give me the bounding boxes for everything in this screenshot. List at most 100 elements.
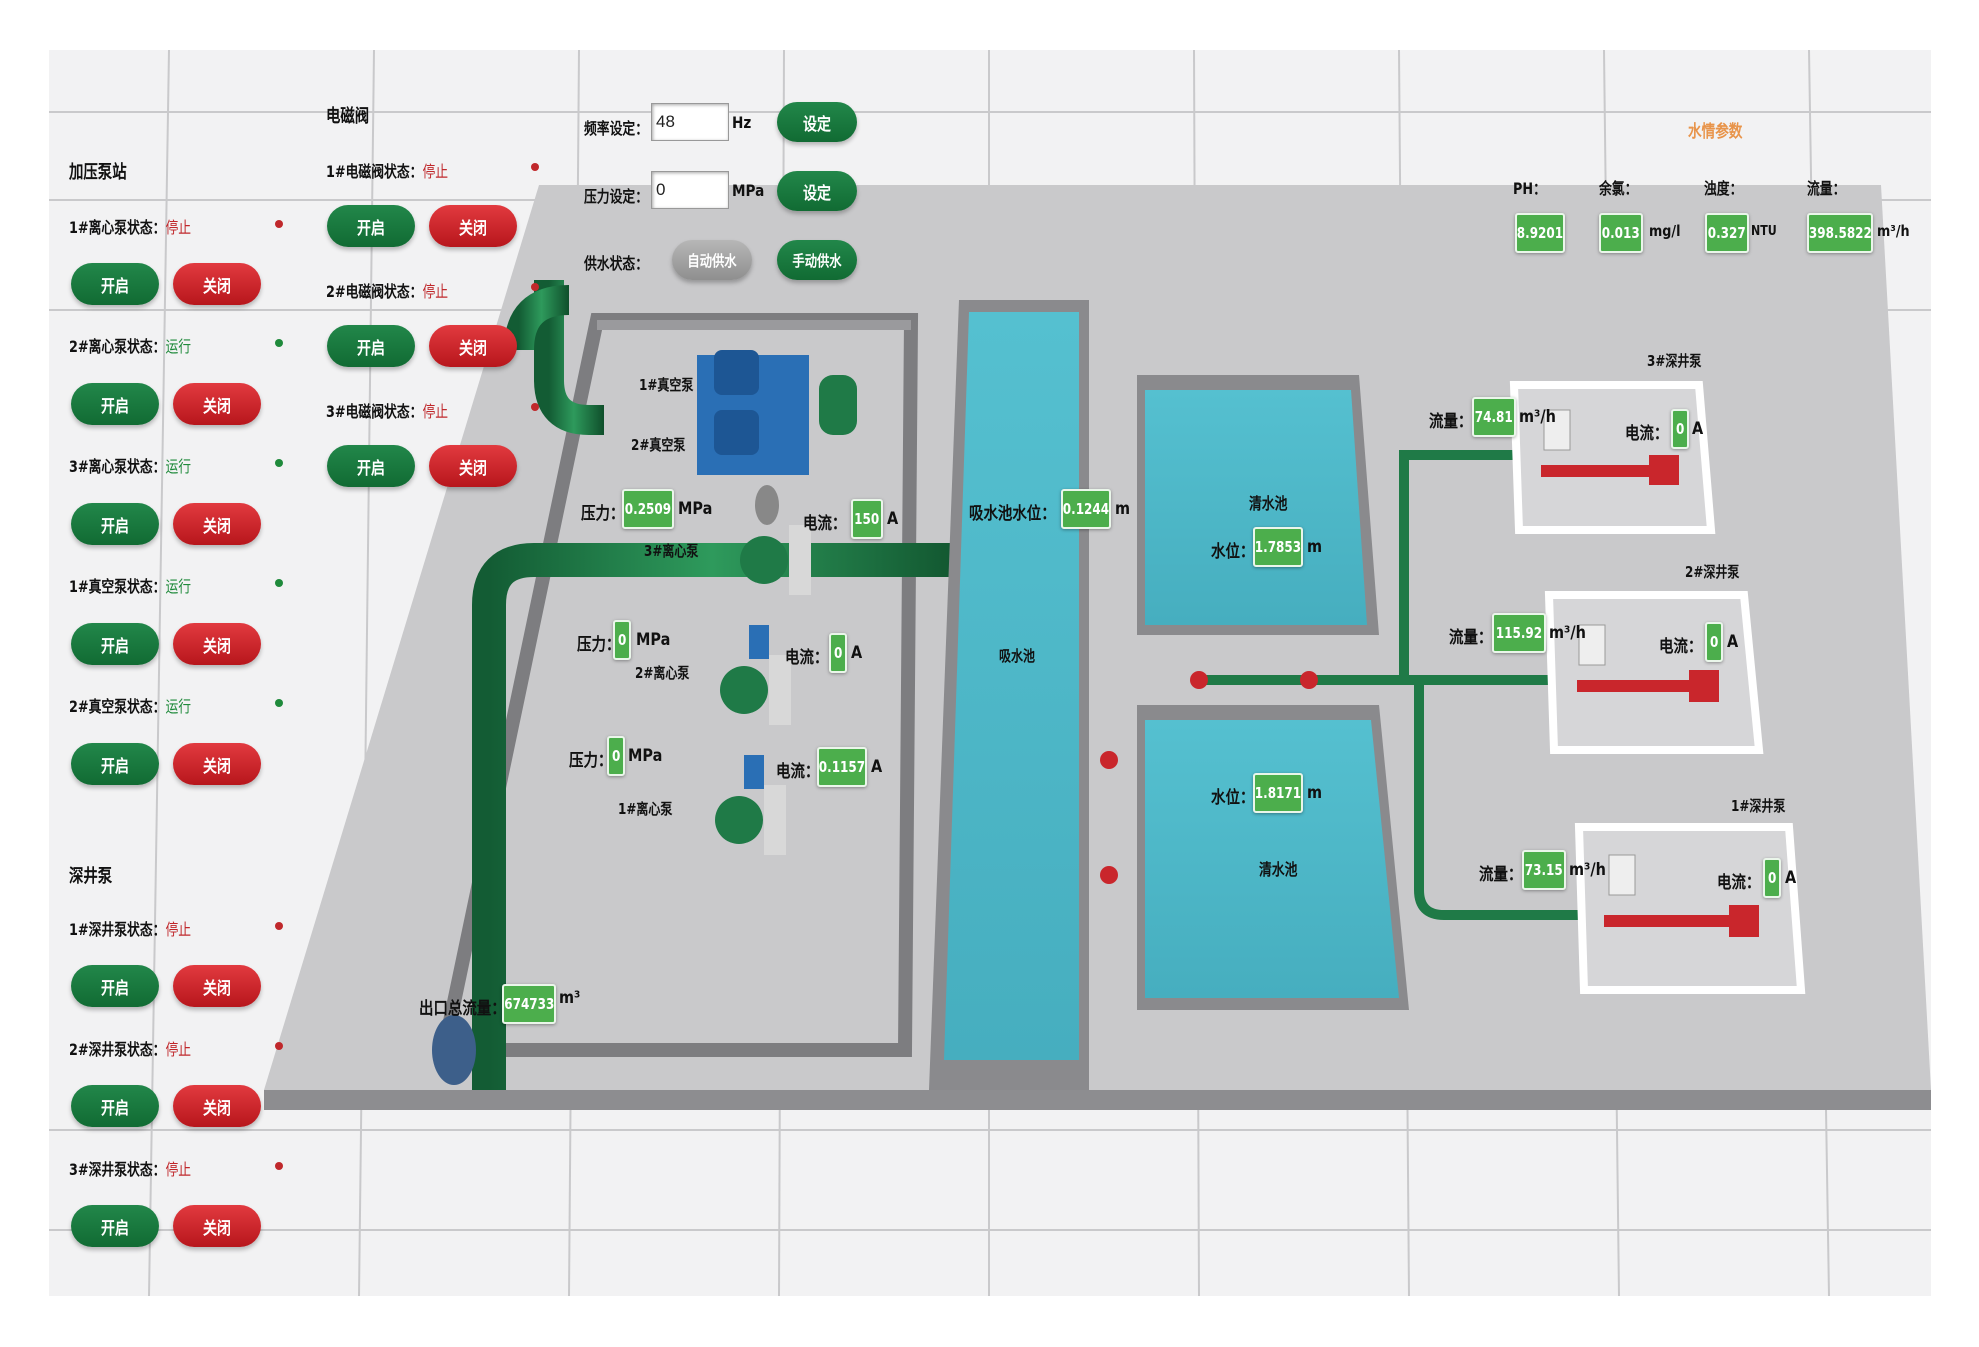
status-led — [275, 220, 283, 228]
solenoid-2-status: 2#电磁阀状态：停止 — [326, 278, 448, 302]
status-label: 3#电磁阀状态： — [326, 402, 423, 421]
well-1-current-label: 电流： — [1717, 873, 1761, 893]
well-2-close-button[interactable]: 关闭 — [173, 1085, 261, 1127]
pump3-pressure-label: 压力： — [581, 504, 625, 524]
pump2-current-label: 电流： — [785, 648, 829, 668]
pump2-pressure-unit: MPa — [636, 630, 671, 650]
booster-3-open-button[interactable]: 开启 — [71, 503, 159, 545]
solenoid-title: 电磁阀 — [326, 106, 370, 127]
solenoid-1-open-button[interactable]: 开启 — [327, 205, 415, 247]
booster-2-close-button[interactable]: 关闭 — [173, 383, 261, 425]
pump3-pressure-value: 0.2509 — [622, 489, 674, 529]
pump3-current-label: 电流： — [803, 514, 847, 534]
vacuum-2-close-button[interactable]: 关闭 — [173, 743, 261, 785]
pump1-pressure-label: 压力： — [569, 751, 613, 771]
well-pipes — [1194, 450, 1589, 920]
auto-supply-button[interactable]: 自动供水 — [672, 240, 752, 280]
solenoid-3-open-button[interactable]: 开启 — [327, 445, 415, 487]
well-1-flow-value: 73.15 — [1522, 850, 1566, 890]
pump-1-shape — [715, 755, 786, 855]
turbidity-unit: NTU — [1751, 224, 1777, 239]
vacuum-2-status: 2#真空泵状态：运行 — [69, 693, 191, 717]
chlorine-label: 余氯： — [1599, 179, 1638, 198]
booster-1-open-button[interactable]: 开启 — [71, 263, 159, 305]
clear-bottom-level-unit: m — [1307, 783, 1323, 803]
manual-supply-button[interactable]: 手动供水 — [777, 240, 857, 280]
clear-tank-top-name: 清水池 — [1249, 494, 1288, 513]
pump2-current-value: 0 — [829, 633, 847, 673]
status-led — [275, 1042, 283, 1050]
status-led — [275, 699, 283, 707]
well-3-current-unit: A — [1692, 419, 1704, 439]
well-1-open-button[interactable]: 开启 — [71, 965, 159, 1007]
solenoid-1-close-button[interactable]: 关闭 — [429, 205, 517, 247]
status-led — [275, 1162, 283, 1170]
status-led — [275, 579, 283, 587]
supply-label: 供水状态： — [584, 254, 649, 273]
well-2-open-button[interactable]: 开启 — [71, 1085, 159, 1127]
well-2-current-value: 0 — [1705, 622, 1723, 662]
pump1-current-label: 电流： — [776, 762, 820, 782]
pressure-set-button[interactable]: 设定 — [777, 171, 857, 211]
status-label: 2#离心泵状态： — [69, 337, 166, 356]
solenoid-2-close-button[interactable]: 关闭 — [429, 325, 517, 367]
vacuum-1-close-button[interactable]: 关闭 — [173, 623, 261, 665]
pump1-name: 1#离心泵 — [618, 800, 673, 818]
solenoid-2-open-button[interactable]: 开启 — [327, 325, 415, 367]
well-2-name: 2#深井泵 — [1685, 563, 1740, 581]
booster-2-open-button[interactable]: 开启 — [71, 383, 159, 425]
booster-1-close-button[interactable]: 关闭 — [173, 263, 261, 305]
outlet-flow-value: 674733 — [502, 984, 556, 1024]
clear-top-level-label: 水位： — [1211, 542, 1255, 562]
turbidity-value: 0.327 — [1705, 213, 1749, 253]
freq-set-button[interactable]: 设定 — [777, 102, 857, 142]
booster-3-status: 3#离心泵状态：运行 — [69, 453, 191, 477]
status-label: 2#真空泵状态： — [69, 697, 166, 716]
pump-3-shape — [740, 485, 811, 595]
vacuum-2-open-button[interactable]: 开启 — [71, 743, 159, 785]
booster-station-title: 加压泵站 — [69, 162, 127, 183]
status-label: 2#深井泵状态： — [69, 1040, 166, 1059]
solenoid-3-close-button[interactable]: 关闭 — [429, 445, 517, 487]
well-3-open-button[interactable]: 开启 — [71, 1205, 159, 1247]
flow-unit: m³/h — [1877, 222, 1910, 240]
status-state: 运行 — [165, 577, 192, 596]
scada-stage: 加压泵站 1#离心泵状态：停止 开启 关闭 2#离心泵状态：运行 开启 关闭 3… — [49, 50, 1931, 1296]
status-led — [275, 339, 283, 347]
pressure-input[interactable] — [651, 171, 729, 209]
clear-bottom-level-value: 1.8171 — [1253, 773, 1303, 813]
pump2-pressure-label: 压力： — [577, 635, 621, 655]
pressure-label: 压力设定： — [584, 187, 649, 206]
well-2-current-unit: A — [1727, 632, 1739, 652]
freq-unit: Hz — [732, 113, 752, 132]
status-state: 运行 — [165, 337, 192, 356]
status-label: 3#深井泵状态： — [69, 1160, 166, 1179]
pump-2-shape — [720, 625, 791, 725]
well-3-close-button[interactable]: 关闭 — [173, 1205, 261, 1247]
well-1-close-button[interactable]: 关闭 — [173, 965, 261, 1007]
vacuum-1-open-button[interactable]: 开启 — [71, 623, 159, 665]
status-led — [531, 163, 539, 171]
status-state: 运行 — [165, 697, 192, 716]
ph-label: PH： — [1513, 179, 1546, 198]
clear-bottom-level-label: 水位： — [1211, 788, 1255, 808]
freq-label: 频率设定： — [584, 119, 649, 138]
suction-tank-name: 吸水池 — [999, 647, 1036, 665]
booster-2-status: 2#离心泵状态：运行 — [69, 333, 191, 357]
pump1-pressure-unit: MPa — [628, 746, 663, 766]
status-label: 3#离心泵状态： — [69, 457, 166, 476]
suction-level-label: 吸水池水位： — [969, 504, 1056, 524]
outlet-flow-label: 出口总流量： — [419, 999, 506, 1019]
status-state: 停止 — [165, 920, 192, 939]
well-3-name: 3#深井泵 — [1647, 352, 1702, 370]
ph-value: 8.9201 — [1515, 213, 1565, 253]
pressure-unit: MPa — [732, 181, 765, 200]
well-3-current-value: 0 — [1671, 409, 1689, 449]
pump3-current-value: 150 — [851, 499, 883, 539]
turbidity-label: 浊度： — [1704, 179, 1743, 198]
well-3-flow-label: 流量： — [1429, 412, 1473, 432]
freq-input[interactable] — [651, 103, 729, 141]
status-label: 2#电磁阀状态： — [326, 282, 423, 301]
booster-3-close-button[interactable]: 关闭 — [173, 503, 261, 545]
well-1-current-value: 0 — [1763, 858, 1781, 898]
